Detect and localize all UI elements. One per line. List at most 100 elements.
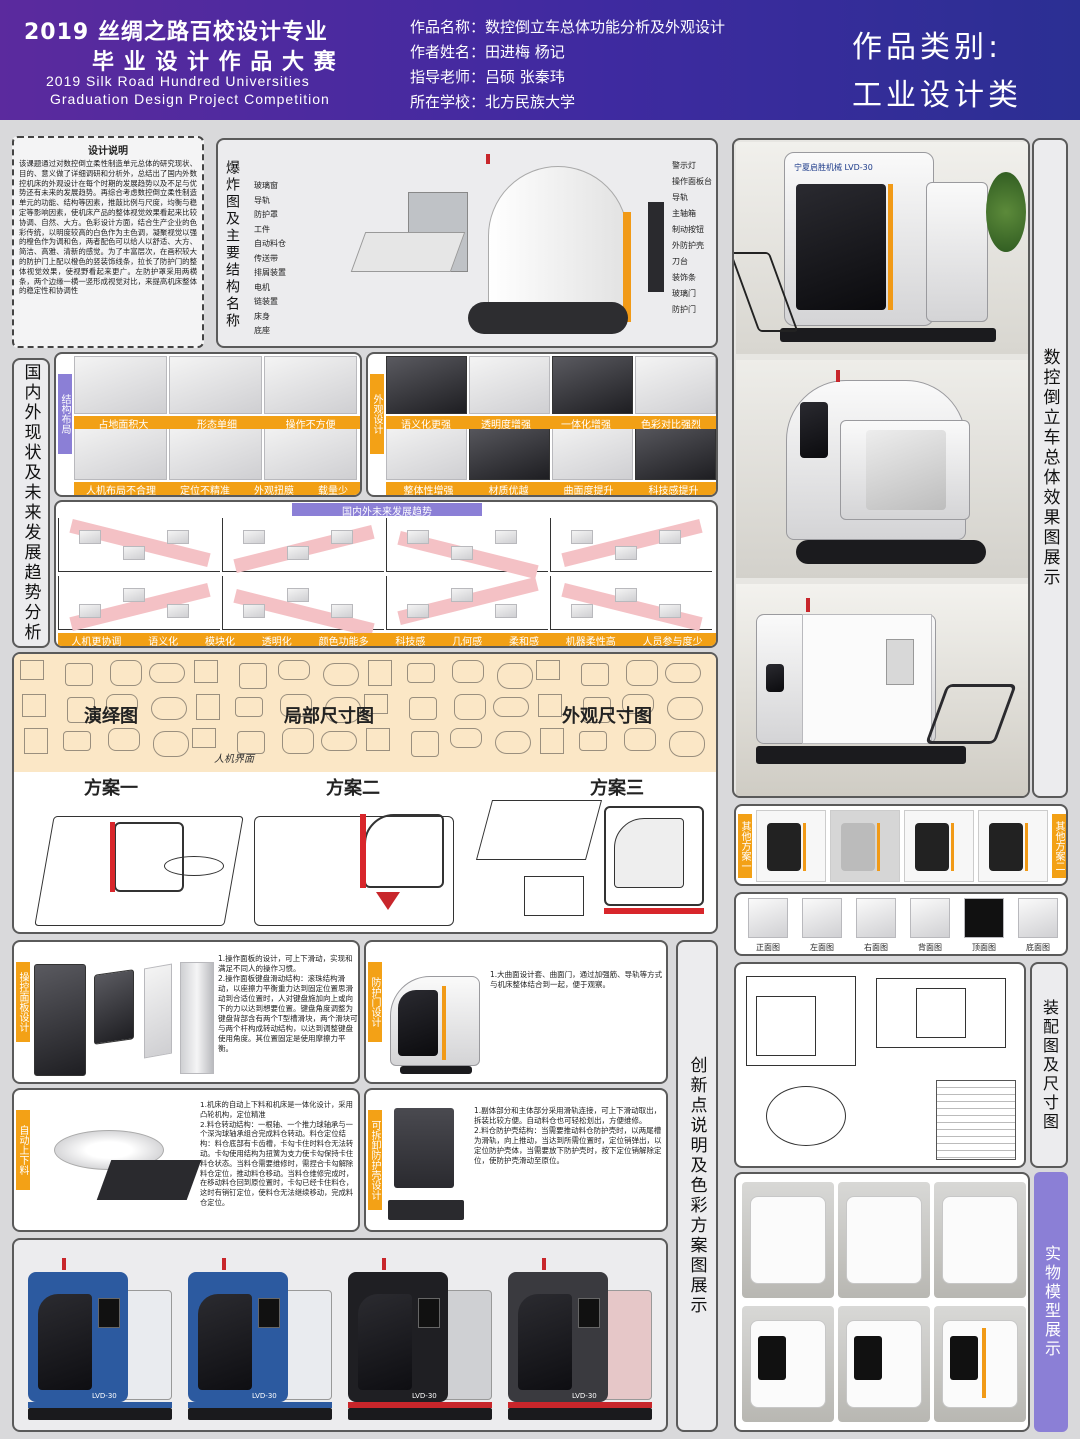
explosion-title: 爆炸图及主要结构名称 bbox=[224, 160, 240, 330]
model-window bbox=[758, 1336, 786, 1380]
op-panel-text: 1.操作面板的设计，可上下滑动，实现和满足不同人的操作习惯。 2.操作面板键盘滑… bbox=[218, 954, 358, 1053]
view-label: 右面图 bbox=[864, 943, 888, 952]
view-item: 正面图 bbox=[742, 898, 794, 954]
color-machine: LVD-30 bbox=[22, 1254, 178, 1428]
renders-title: 数控倒立车总体效果图展示 bbox=[1039, 348, 1060, 588]
model-window bbox=[854, 1336, 882, 1380]
look-strip-1: 语义化更强透明度增强一体化增强色彩对比强烈 bbox=[386, 416, 716, 431]
sketch-doodle bbox=[239, 663, 267, 689]
explosion-right-label: 导轨 bbox=[672, 193, 688, 202]
sketch-panel: 演绎图 局部尺寸图 外观尺寸图 人机界面 方案一 方案二 方案三 bbox=[12, 652, 718, 934]
strip-tag: 占地面积大 bbox=[98, 420, 149, 431]
sketch-doodle bbox=[63, 731, 91, 751]
trend-thumb bbox=[615, 546, 637, 560]
machine-screen bbox=[258, 1298, 280, 1328]
school-name: 所在学校：北方民族大学 bbox=[410, 93, 576, 111]
view-image bbox=[748, 898, 788, 938]
model-trim bbox=[982, 1328, 986, 1398]
strip-tag: 一体化增强 bbox=[561, 420, 611, 431]
sketch-doodle bbox=[282, 728, 314, 754]
op-panel-label: 操控面板设计 bbox=[16, 962, 30, 1042]
trend-cell bbox=[222, 518, 384, 573]
strip-tag: 语义化更强 bbox=[401, 420, 451, 431]
sketch-doodle bbox=[237, 731, 265, 754]
physical-panel bbox=[734, 1172, 1030, 1432]
sketch-doodle bbox=[194, 660, 218, 683]
header-banner: 2019 丝绸之路百校设计专业 毕 业 设 计 作 品 大 赛 2019 Sil… bbox=[0, 0, 1080, 120]
analysis-title-panel: 国内外现状及未来发展趋势分析 bbox=[12, 358, 50, 648]
explosion-right-label: 防护门 bbox=[672, 305, 696, 314]
explosion-left-labels: 玻璃窗导轨防护罩工件自动料仓传送带排屑装置电机链装置床身底座 bbox=[254, 180, 314, 340]
strip-tag: 色彩对比强烈 bbox=[641, 420, 701, 431]
trend-thumb bbox=[659, 530, 681, 544]
structure-panel: 结构布局 占地面积大形态单细操作不方便 人机布局不合理定位不精准外观扭膜载量少 bbox=[54, 352, 362, 497]
struct-images bbox=[74, 356, 360, 494]
scheme2-red-trim bbox=[360, 814, 366, 888]
sketch-doodle bbox=[622, 694, 654, 714]
strip-tag: 柔和感 bbox=[508, 637, 539, 648]
look-label: 外观设计 bbox=[370, 374, 384, 454]
sketch-label-1: 演绎图 bbox=[84, 706, 138, 727]
assembly-table bbox=[936, 1080, 1016, 1160]
sketch-doodle bbox=[153, 731, 189, 757]
color-machine: LVD-30 bbox=[182, 1254, 338, 1428]
scheme1-red-trim bbox=[110, 822, 115, 892]
explosion-right-label: 玻璃门 bbox=[672, 289, 696, 298]
machine-screen bbox=[578, 1298, 600, 1328]
trend-panel: 国内外未来发展趋势 人机更协调语义化模块化透明化颜色功能多科技感几何感柔和感机器… bbox=[54, 500, 718, 648]
sketch-doodle bbox=[325, 697, 361, 723]
sketch-doodle bbox=[106, 694, 138, 714]
sketch-doodle bbox=[110, 660, 142, 686]
thumb-trim bbox=[803, 823, 806, 871]
reference-photo bbox=[469, 356, 550, 414]
machine-door bbox=[38, 1294, 92, 1390]
guard-label: 可拆卸防护壳设计 bbox=[368, 1110, 382, 1210]
sketch-doodle bbox=[495, 731, 531, 754]
strip-tag: 透明化 bbox=[261, 637, 292, 648]
trend-thumb bbox=[123, 546, 145, 560]
trend-thumb bbox=[331, 604, 353, 618]
physical-photo bbox=[934, 1182, 1026, 1298]
sketch-doodle bbox=[497, 663, 533, 689]
explosion-panel: 爆炸图及主要结构名称 玻璃窗导轨防护罩工件自动料仓传送带排屑装置电机链装置床身底… bbox=[216, 138, 718, 348]
sketch-doodle bbox=[278, 660, 310, 680]
sketch-doodle bbox=[411, 731, 439, 757]
machine-door bbox=[518, 1294, 572, 1390]
trend-thumb bbox=[331, 530, 353, 544]
explosion-left-label: 传送带 bbox=[254, 253, 278, 263]
strip-tag: 颜色功能多 bbox=[318, 637, 369, 648]
feed-image bbox=[44, 1120, 202, 1210]
guard-block: 可拆卸防护壳设计 1.副体部分和主体部分采用滑轨连接，可上下滑动取出，拆装比较方… bbox=[364, 1088, 668, 1232]
sketch-doodle bbox=[108, 728, 140, 751]
exploded-view-illustration bbox=[318, 152, 664, 342]
view-item: 左面图 bbox=[796, 898, 848, 954]
scheme2-sketch bbox=[254, 816, 454, 926]
bed bbox=[350, 232, 466, 272]
model-name: LVD-30 bbox=[572, 1392, 597, 1400]
view-image bbox=[856, 898, 896, 938]
warning-light bbox=[222, 1258, 226, 1270]
trend-thumb bbox=[287, 546, 309, 560]
strip-tag: 外观扭膜 bbox=[254, 486, 294, 497]
reference-photo bbox=[469, 422, 550, 480]
machine-door bbox=[358, 1294, 412, 1390]
trend-cell bbox=[58, 518, 220, 572]
renders-title-panel: 数控倒立车总体效果图展示 bbox=[1032, 138, 1068, 798]
thumb-door bbox=[841, 823, 875, 871]
sketch-label-2: 局部尺寸图 bbox=[284, 706, 374, 727]
sketch-doodle bbox=[280, 694, 312, 717]
reference-photo bbox=[635, 422, 716, 480]
strip-tag: 载量少 bbox=[318, 486, 348, 497]
explosion-left-label: 床身 bbox=[254, 311, 270, 321]
sketch-doodle bbox=[581, 663, 609, 686]
view-label: 左面图 bbox=[810, 943, 834, 952]
thumb-trim bbox=[951, 823, 954, 871]
other-scheme-thumb bbox=[830, 810, 900, 882]
scheme3-body bbox=[604, 806, 704, 906]
sketch-doodle bbox=[624, 728, 656, 751]
color-machine: LVD-30 bbox=[342, 1254, 498, 1428]
trend-thumb bbox=[79, 604, 101, 618]
look-panel: 外观设计 语义化更强透明度增强一体化增强色彩对比强烈 整体性增强材质优越曲面度提… bbox=[366, 352, 718, 497]
sketch-doodle bbox=[22, 694, 46, 717]
